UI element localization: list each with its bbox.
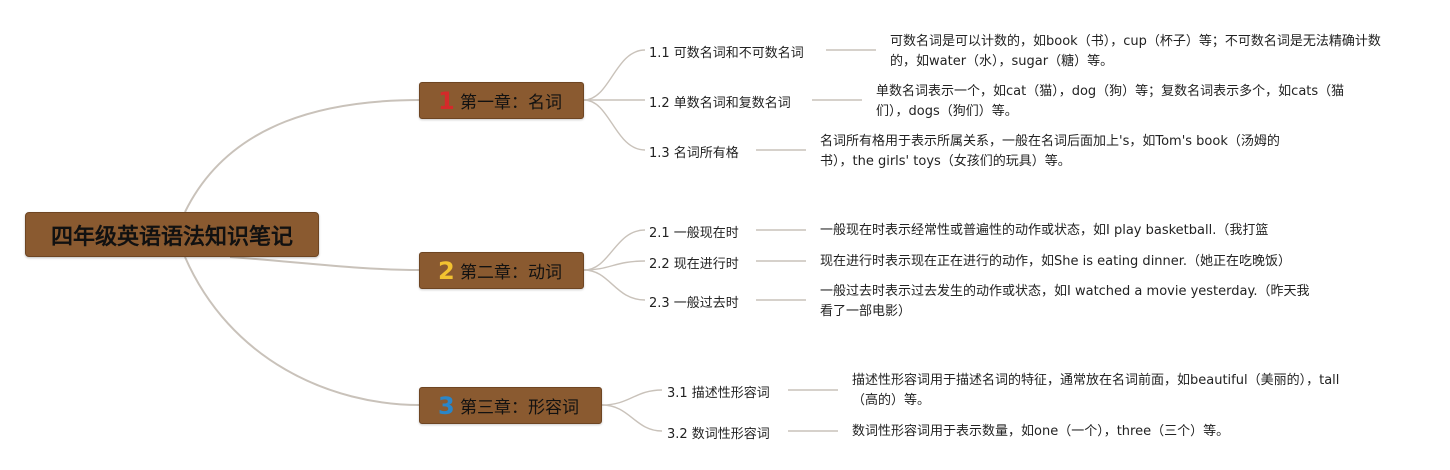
- topic-node-2-1[interactable]: 2.1 一般现在时: [649, 226, 739, 241]
- chapter-node-3[interactable]: 3 第三章：形容词: [419, 387, 602, 424]
- topic-detail-3-2: 数词性形容词用于表示数量，如one（一个），three（三个）等。: [852, 424, 1230, 439]
- chapter-2-to-topic-2-link: [583, 260, 646, 271]
- chapter-2-to-topic-3-link: [583, 269, 646, 301]
- chapter-label-3: 第三章：形容词: [460, 398, 579, 418]
- topic-node-3-2[interactable]: 3.2 数词性形容词: [667, 427, 770, 442]
- chapter-2-to-topic-1-link: [583, 229, 646, 271]
- chapter-number-3: 3: [438, 391, 455, 420]
- topic-detail-1-1: 可数名词是可以计数的，如book（书），cup（杯子）等；不可数名词是无法精确计…: [890, 34, 1381, 69]
- chapter-3-to-topic-1-link: [601, 389, 663, 406]
- topic-detail-1-2: 单数名词表示一个，如cat（猫），dog（狗）等；复数名词表示多个，如cats（…: [876, 84, 1345, 119]
- topic-detail-2-3: 一般过去时表示过去发生的动作或状态，如I watched a movie yes…: [820, 284, 1310, 319]
- chapter-node-1[interactable]: 1 第一章：名词: [419, 82, 584, 119]
- chapter-label-2: 第二章：动词: [460, 263, 562, 283]
- topic-node-1-2[interactable]: 1.2 单数名词和复数名词: [649, 96, 791, 111]
- root-node[interactable]: 四年级英语语法知识笔记: [25, 212, 319, 257]
- chapter-1-to-topic-1-link: [583, 49, 646, 101]
- topic-node-2-2[interactable]: 2.2 现在进行时: [649, 257, 739, 272]
- topic-node-1-1[interactable]: 1.1 可数名词和不可数名词: [649, 46, 804, 61]
- topic-node-2-3[interactable]: 2.3 一般过去时: [649, 296, 739, 311]
- chapter-node-2[interactable]: 2 第二章：动词: [419, 252, 584, 289]
- root-to-chapter-3-link: [184, 256, 421, 406]
- topic-detail-1-3: 名词所有格用于表示所属关系，一般在名词后面加上's，如Tom's book（汤姆…: [820, 134, 1280, 169]
- root-title: 四年级英语语法知识笔记: [50, 224, 293, 250]
- chapter-1-to-topic-3-link: [583, 99, 646, 151]
- chapter-number-1: 1: [438, 86, 455, 115]
- topic-detail-3-1: 描述性形容词用于描述名词的特征，通常放在名词前面，如beautiful（美丽的）…: [852, 373, 1340, 408]
- topic-detail-2-1: 一般现在时表示经常性或普遍性的动作或状态，如I play basketball.…: [820, 223, 1269, 238]
- chapter-number-2: 2: [438, 256, 455, 285]
- topic-node-1-3[interactable]: 1.3 名词所有格: [649, 146, 739, 161]
- topic-detail-2-2: 现在进行时表示现在正在进行的动作，如She is eating dinner.（…: [820, 254, 1292, 269]
- chapter-3-to-topic-2-link: [601, 404, 663, 432]
- topic-node-3-1[interactable]: 3.1 描述性形容词: [667, 386, 770, 401]
- chapter-label-1: 第一章：名词: [460, 93, 562, 113]
- root-to-chapter-1-link: [184, 99, 421, 213]
- root-to-chapter-2-link: [229, 256, 421, 271]
